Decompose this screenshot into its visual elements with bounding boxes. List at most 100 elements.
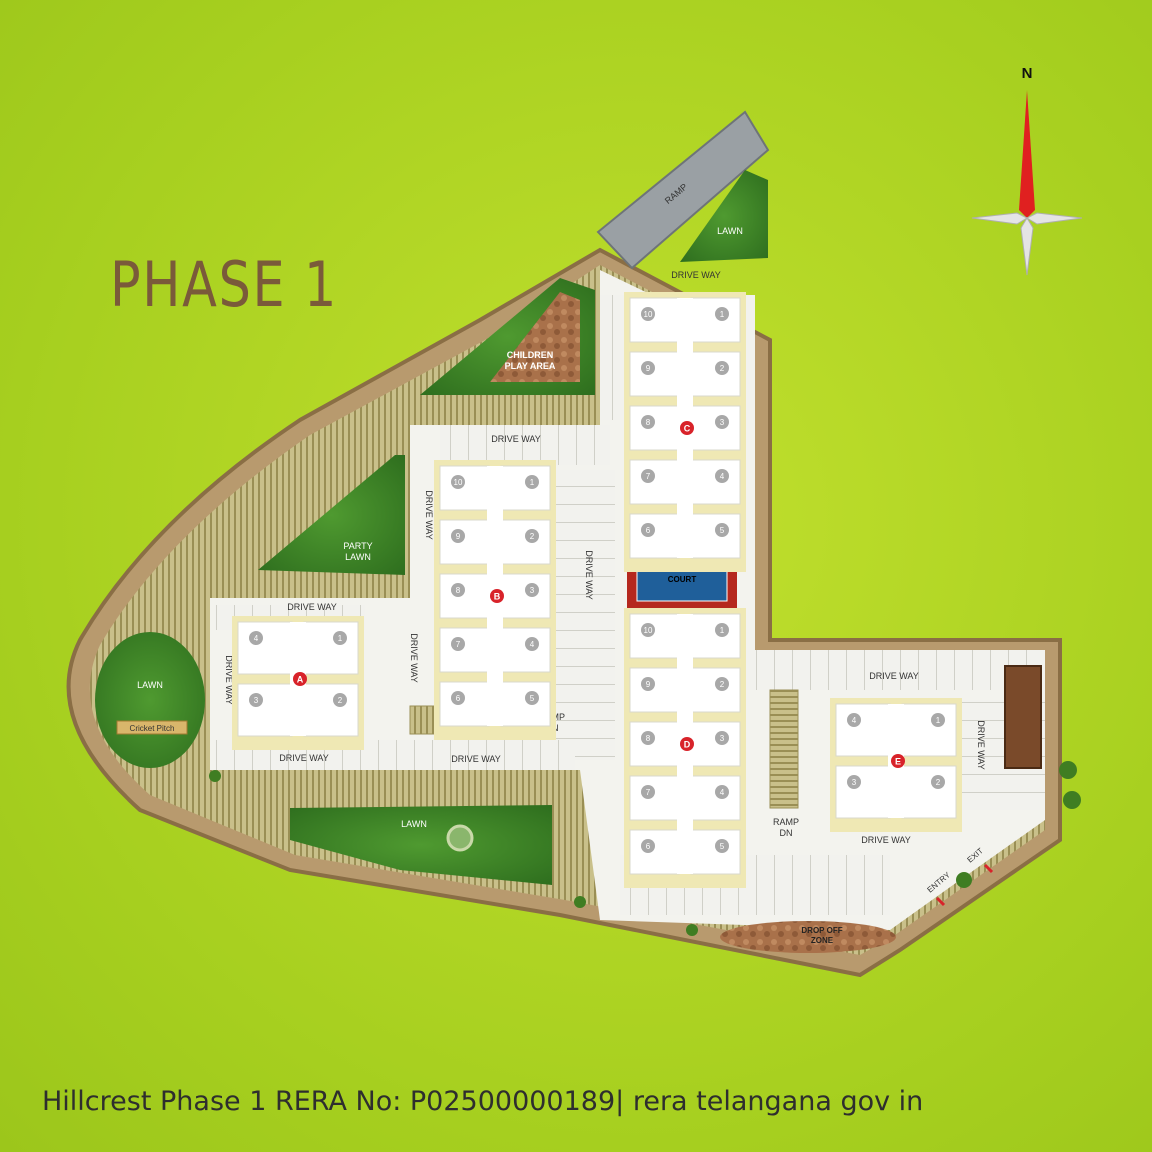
tree — [1063, 791, 1081, 809]
lawn-west — [95, 632, 205, 768]
pergola — [1004, 665, 1042, 769]
drop-off-zone — [720, 921, 896, 953]
unit-number-badge — [641, 469, 655, 483]
unit — [629, 721, 680, 767]
compass-label: N — [1022, 65, 1033, 82]
unit — [237, 621, 293, 675]
unit-number: 7 — [456, 640, 461, 649]
unit-number-badge — [715, 785, 729, 799]
drive-way-label-vertical: DRIVE WAY — [976, 720, 986, 770]
fountain — [446, 824, 474, 852]
block-a: 4 1 3 2 A — [232, 616, 364, 750]
unit — [835, 703, 891, 757]
unit — [690, 405, 741, 451]
block-letter: A — [297, 675, 304, 685]
tree — [574, 896, 586, 908]
drive-way-label-vertical: DRIVE WAY — [584, 550, 594, 600]
unit — [690, 613, 741, 659]
compass-needle-west — [971, 212, 1029, 225]
block-marker — [680, 737, 694, 751]
unit-number: 9 — [646, 364, 651, 373]
unit — [500, 573, 551, 619]
unit — [439, 627, 490, 673]
unit-number: 4 — [720, 472, 725, 481]
block-letter: B — [494, 592, 501, 602]
unit-number-badge — [715, 361, 729, 375]
tree — [1059, 761, 1077, 779]
unit — [629, 513, 680, 559]
unit-number: 4 — [852, 716, 857, 725]
parking-strip — [440, 425, 610, 465]
unit — [500, 519, 551, 565]
children-play-area — [490, 292, 580, 382]
unit-number: 4 — [720, 788, 725, 797]
unit-number: 5 — [720, 842, 725, 851]
tree — [686, 924, 698, 936]
unit-number: 4 — [254, 634, 259, 643]
unit — [690, 513, 741, 559]
lawn-ne — [680, 170, 768, 262]
unit — [629, 829, 680, 875]
unit — [629, 297, 680, 343]
unit-number: 7 — [646, 788, 651, 797]
children-play-label-2: PLAY AREA — [505, 361, 556, 371]
unit-number-badge — [641, 307, 655, 321]
unit-number: 1 — [720, 626, 725, 635]
unit-number-badge — [641, 523, 655, 537]
compass-rose-icon: N — [971, 65, 1083, 276]
cricket-pitch — [116, 720, 188, 735]
unit-number: 2 — [338, 696, 343, 705]
entry-marker — [935, 896, 946, 907]
drive-way-label-vertical: DRIVE WAY — [224, 655, 234, 705]
unit — [690, 351, 741, 397]
unit-number: 2 — [720, 364, 725, 373]
unit — [690, 829, 741, 875]
unit-number: 10 — [454, 478, 463, 487]
unit-number: 8 — [646, 734, 651, 743]
unit-number: 6 — [646, 526, 651, 535]
unit — [690, 297, 741, 343]
block-marker — [293, 672, 307, 686]
cricket-pitch-label: Cricket Pitch — [130, 724, 175, 733]
unit-number-badge — [641, 361, 655, 375]
unit-number: 5 — [530, 694, 535, 703]
unit-number: 1 — [936, 716, 941, 725]
unit — [629, 775, 680, 821]
unit-number-badge — [715, 469, 729, 483]
court-label-2: COURT — [668, 575, 697, 584]
unit-number: 1 — [338, 634, 343, 643]
unit-number-badge — [641, 785, 655, 799]
unit — [629, 613, 680, 659]
unit-number-badge — [847, 775, 861, 789]
unit-number-badge — [451, 637, 465, 651]
unit — [439, 519, 490, 565]
drive-way-label: DRIVE WAY — [451, 754, 501, 764]
unit-number: 8 — [646, 418, 651, 427]
unit-number-badge — [847, 713, 861, 727]
unit — [303, 683, 359, 737]
unit-number: 3 — [254, 696, 259, 705]
unit-number: 6 — [456, 694, 461, 703]
unit-number-badge — [525, 583, 539, 597]
drive-way-label: DRIVE WAY — [279, 753, 329, 763]
unit — [690, 721, 741, 767]
unit — [690, 775, 741, 821]
unit-number-badge — [525, 475, 539, 489]
drive-way-label-vertical: DRIVE WAY — [409, 633, 419, 683]
party-lawn-label-1: PARTY — [343, 541, 372, 551]
drive-way-label: DRIVE WAY — [287, 602, 337, 612]
compass-needle-north — [1019, 90, 1035, 218]
unit-number-badge — [931, 775, 945, 789]
unit-number: 2 — [720, 680, 725, 689]
unit-number-badge — [333, 693, 347, 707]
compass-needle-south — [1020, 217, 1034, 276]
unit — [690, 459, 741, 505]
unit-number-badge — [451, 583, 465, 597]
unit-number-badge — [641, 731, 655, 745]
party-lawn-label-2: LAWN — [345, 552, 371, 562]
drive-way-label: DRIVE WAY — [671, 270, 721, 280]
unit-number: 3 — [720, 734, 725, 743]
